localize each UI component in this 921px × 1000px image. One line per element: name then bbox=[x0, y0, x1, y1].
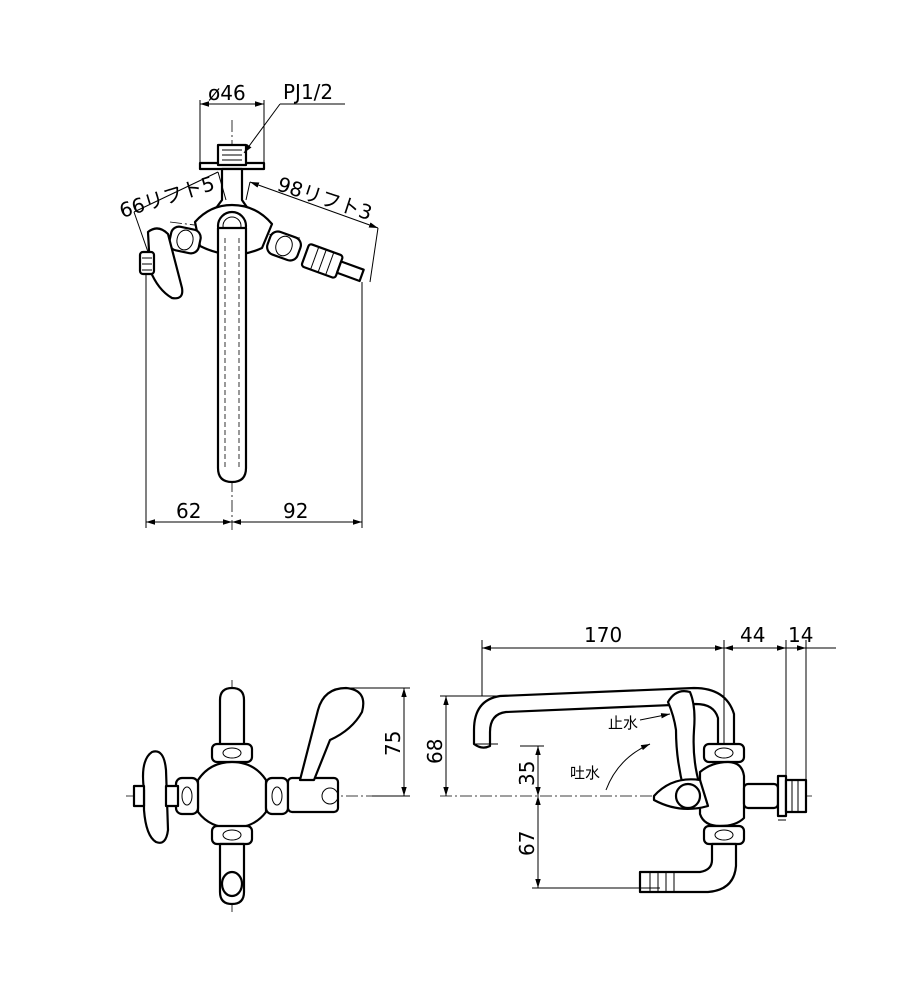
stop-water-label: 止水 bbox=[608, 714, 638, 732]
spout-height-dim: 68 bbox=[423, 739, 447, 764]
front-left-handle bbox=[141, 750, 170, 844]
upper-drop-dim: 35 bbox=[515, 761, 539, 786]
dia-label: ø46 bbox=[208, 81, 246, 105]
front-upper-nut bbox=[210, 742, 254, 764]
top-view: ø46 PJ1/2 66リフト5 98リフト3 62 92 bbox=[116, 80, 379, 530]
lower-drop-dim: 67 bbox=[515, 831, 539, 856]
flange-width-dim: 14 bbox=[788, 623, 813, 647]
front-left-nut bbox=[174, 776, 200, 816]
side-right-arm bbox=[742, 782, 780, 810]
side-wall-connector bbox=[784, 778, 808, 814]
left-nut bbox=[168, 225, 202, 255]
right-handle-dim: 98リフト3 bbox=[274, 172, 375, 225]
left-lever-handle bbox=[138, 227, 184, 300]
thread-label: PJ1/2 bbox=[283, 80, 333, 104]
front-left-stem bbox=[164, 784, 180, 808]
height-75-dim: 75 bbox=[381, 731, 405, 756]
side-upper-nut bbox=[702, 742, 746, 764]
discharge-label: 吐水 bbox=[570, 764, 600, 782]
spout-length-dim: 170 bbox=[584, 623, 622, 647]
right-nut bbox=[266, 230, 302, 262]
right-width-dim: 92 bbox=[283, 499, 308, 523]
hose-connector bbox=[300, 243, 365, 283]
front-view: 75 bbox=[126, 680, 410, 912]
side-lower-nut bbox=[702, 824, 746, 846]
side-lower-spout bbox=[638, 842, 738, 894]
front-upper-spout bbox=[218, 686, 246, 748]
side-body bbox=[698, 760, 746, 828]
long-spout bbox=[216, 226, 248, 484]
left-width-dim: 62 bbox=[176, 499, 201, 523]
side-view: 止水 吐水 170 44 14 68 35 67 bbox=[423, 623, 836, 894]
side-flange bbox=[776, 774, 788, 818]
front-body bbox=[196, 760, 268, 830]
front-right-nut bbox=[264, 776, 290, 816]
side-lever bbox=[666, 690, 702, 792]
body-offset-dim: 44 bbox=[740, 623, 765, 647]
front-lower-nut bbox=[210, 824, 254, 846]
front-right-connector bbox=[286, 776, 340, 814]
front-right-lever bbox=[298, 686, 365, 782]
